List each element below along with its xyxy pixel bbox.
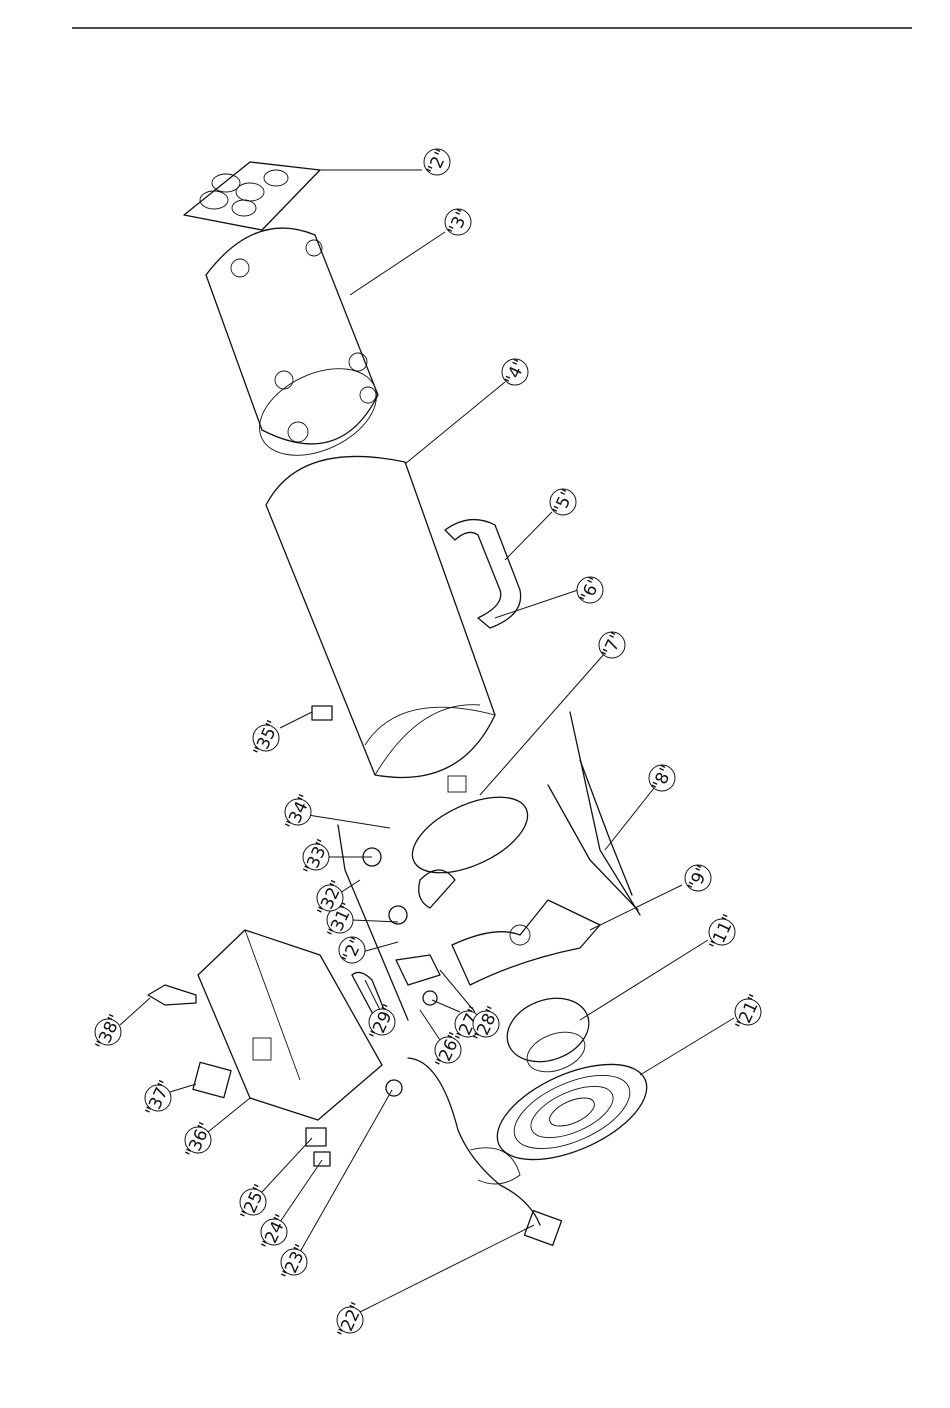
- callout-c4: "4": [501, 356, 530, 388]
- callout-label: "4": [501, 356, 530, 388]
- callout-label: "5": [549, 486, 578, 518]
- callout-c29: "29": [366, 1001, 400, 1043]
- callout-c7: "7": [598, 629, 627, 661]
- callout-c22: "22": [334, 1299, 368, 1341]
- callout-c6: "6": [576, 574, 605, 606]
- part-switch: [193, 1062, 231, 1097]
- callout-c37: "37": [142, 1077, 176, 1119]
- callout-group: "2""3""4""5""6""7""8""9""11""21""22""23"…: [92, 146, 766, 1341]
- part-fan-guard: [483, 1045, 660, 1180]
- part-outer-shell: [206, 228, 390, 473]
- callout-c23: "23": [278, 1241, 312, 1283]
- callout-c38: "38": [92, 1011, 126, 1053]
- callout-c5: "5": [549, 486, 578, 518]
- callout-label: "7": [598, 629, 627, 661]
- part-handle: [445, 520, 521, 628]
- callout-c25: "25": [237, 1181, 271, 1223]
- part-top-grille: [184, 162, 320, 230]
- callout-c9: "9": [684, 862, 713, 894]
- callout-c11: "11": [706, 911, 740, 953]
- part-valve-cluster: [338, 825, 440, 1020]
- callout-label: "6": [576, 574, 605, 606]
- part-motor: [498, 987, 597, 1079]
- callout-c34: "34": [282, 791, 316, 833]
- part-mount-plate: [401, 776, 539, 908]
- callout-label: "3": [444, 206, 473, 238]
- callout-c21: "21": [732, 991, 766, 1033]
- part-fan-blade: [452, 900, 600, 985]
- callout-c2: "2": [423, 146, 452, 178]
- callout-c33: "33": [300, 836, 334, 878]
- callout-label: "2": [423, 146, 452, 178]
- callout-c35: "35": [250, 717, 284, 759]
- callout-c36: "36": [182, 1119, 216, 1161]
- part-inner-cylinder: [266, 456, 495, 777]
- callout-c3: "3": [444, 206, 473, 238]
- part-thermostat-knob: [148, 985, 196, 1005]
- callout-c24: "24": [258, 1211, 292, 1253]
- leader-lines: [120, 170, 734, 1312]
- callout-label: "9": [684, 862, 713, 894]
- part-sensor-wires: [548, 712, 640, 915]
